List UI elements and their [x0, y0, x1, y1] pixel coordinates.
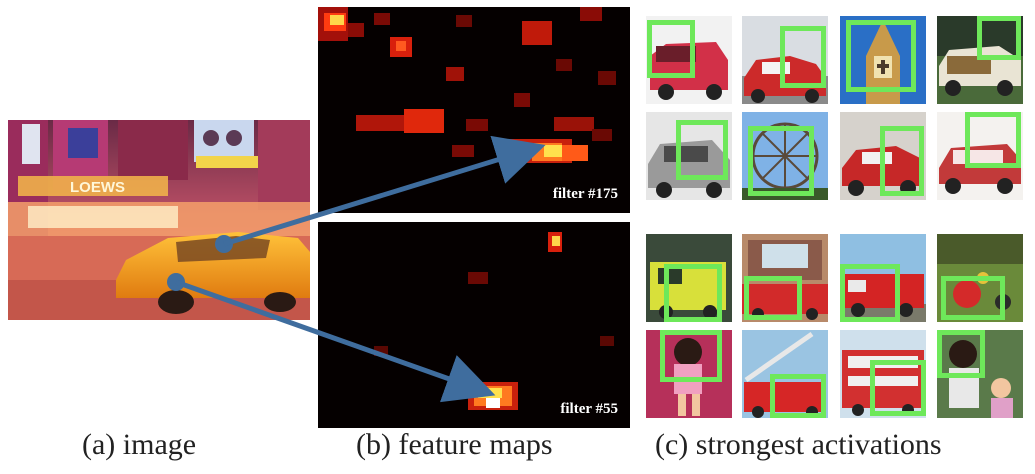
activation-box — [660, 330, 722, 382]
activation-box — [965, 112, 1021, 168]
activation-thumb-red-wagon — [937, 112, 1023, 200]
activation-box — [840, 264, 900, 322]
activation-box — [880, 126, 924, 196]
caption-image: (a) image — [82, 428, 197, 461]
activation-thumb-yellow-truck — [646, 234, 732, 322]
caption-strongest-activations: (c) strongest activations — [655, 428, 942, 461]
activation-box — [664, 264, 722, 322]
filter-175-label: filter #175 — [552, 186, 618, 202]
activation-thumb-fire-station — [742, 234, 828, 322]
activation-box — [770, 374, 826, 418]
activation-thumb-church-tower — [840, 16, 926, 104]
input-image: LOEWS — [8, 120, 310, 320]
activation-thumb-red-sedan — [840, 112, 926, 200]
activation-thumb-fire-engine — [840, 234, 926, 322]
activation-thumb-red-car-street — [742, 16, 828, 104]
activation-thumb-ladder-truck — [742, 330, 828, 418]
feature-map-filter-175: filter #175 — [318, 7, 630, 213]
activation-box — [647, 20, 695, 78]
activation-thumb-red-minivan — [646, 16, 732, 104]
activation-box — [744, 276, 802, 320]
activation-thumb-gray-suv — [646, 112, 732, 200]
activation-thumb-ferris-wheel — [742, 112, 828, 200]
activation-box — [676, 120, 728, 180]
activation-box — [870, 360, 926, 416]
activation-thumb-girl-portrait — [937, 330, 1023, 418]
activation-box — [941, 276, 1005, 320]
activation-thumb-child-pink — [646, 330, 732, 418]
caption-feature-maps: (b) feature maps — [356, 428, 553, 461]
activation-box — [780, 26, 826, 88]
filter-55-label: filter #55 — [560, 401, 618, 417]
loews-sign-text: LOEWS — [70, 179, 125, 196]
activation-box — [748, 126, 814, 196]
activation-box — [937, 330, 985, 378]
activation-thumb-woody-wagon — [937, 16, 1023, 104]
activation-thumb-red-bus — [840, 330, 926, 418]
activation-thumb-ball-grass — [937, 234, 1023, 322]
activation-box — [846, 20, 916, 92]
activation-box — [977, 16, 1021, 60]
feature-map-filter-55: filter #55 — [318, 222, 630, 428]
